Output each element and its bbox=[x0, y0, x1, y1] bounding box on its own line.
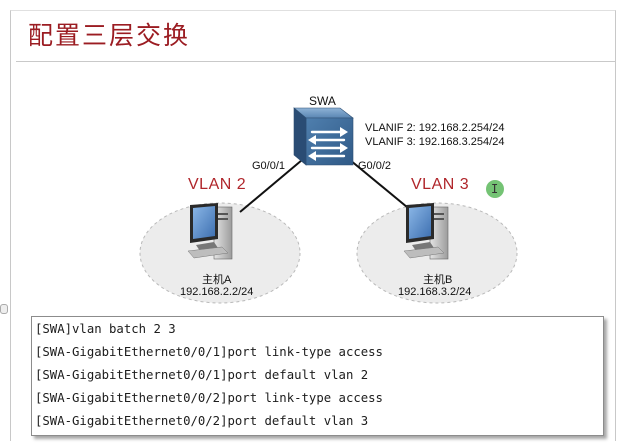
vlanif-3-address: VLANIF 3: 192.168.3.254/24 bbox=[365, 136, 505, 148]
left-scroll-handle[interactable] bbox=[0, 304, 8, 314]
console-line: [SWA-GigabitEthernet0/0/2]port link-type… bbox=[35, 391, 383, 405]
computer-icon bbox=[187, 203, 233, 260]
cursor-highlight bbox=[486, 180, 504, 198]
switch-icon bbox=[293, 107, 354, 166]
host-b-ip: 192.168.3.2/24 bbox=[398, 286, 472, 298]
host-a-name: 主机A bbox=[202, 274, 232, 286]
host-a-ip: 192.168.2.2/24 bbox=[180, 286, 254, 298]
vlan-3-label: VLAN 3 bbox=[411, 176, 470, 193]
switch-name: SWA bbox=[309, 94, 336, 108]
vlan-2-label: VLAN 2 bbox=[188, 176, 247, 193]
vlanif-2-address: VLANIF 2: 192.168.2.254/24 bbox=[365, 122, 505, 134]
link-g0-0-1 bbox=[239, 159, 303, 213]
console-line: [SWA]vlan batch 2 3 bbox=[35, 322, 176, 336]
slide-title: 配置三层交换 bbox=[28, 21, 191, 50]
link-g0-0-2 bbox=[349, 159, 414, 213]
port-label-right: G0/0/2 bbox=[358, 160, 392, 172]
computer-icon bbox=[403, 203, 449, 260]
console-line: [SWA-GigabitEthernet0/0/2]port default v… bbox=[35, 414, 369, 428]
port-label-left: G0/0/1 bbox=[252, 160, 286, 172]
command-console: [SWA]vlan batch 2 3 [SWA-GigabitEthernet… bbox=[31, 316, 604, 436]
host-b-name: 主机B bbox=[423, 274, 453, 286]
text-cursor-icon: I bbox=[491, 182, 499, 196]
title-divider bbox=[16, 61, 616, 62]
console-line: [SWA-GigabitEthernet0/0/1]port default v… bbox=[35, 368, 369, 382]
console-line: [SWA-GigabitEthernet0/0/1]port link-type… bbox=[35, 345, 383, 359]
